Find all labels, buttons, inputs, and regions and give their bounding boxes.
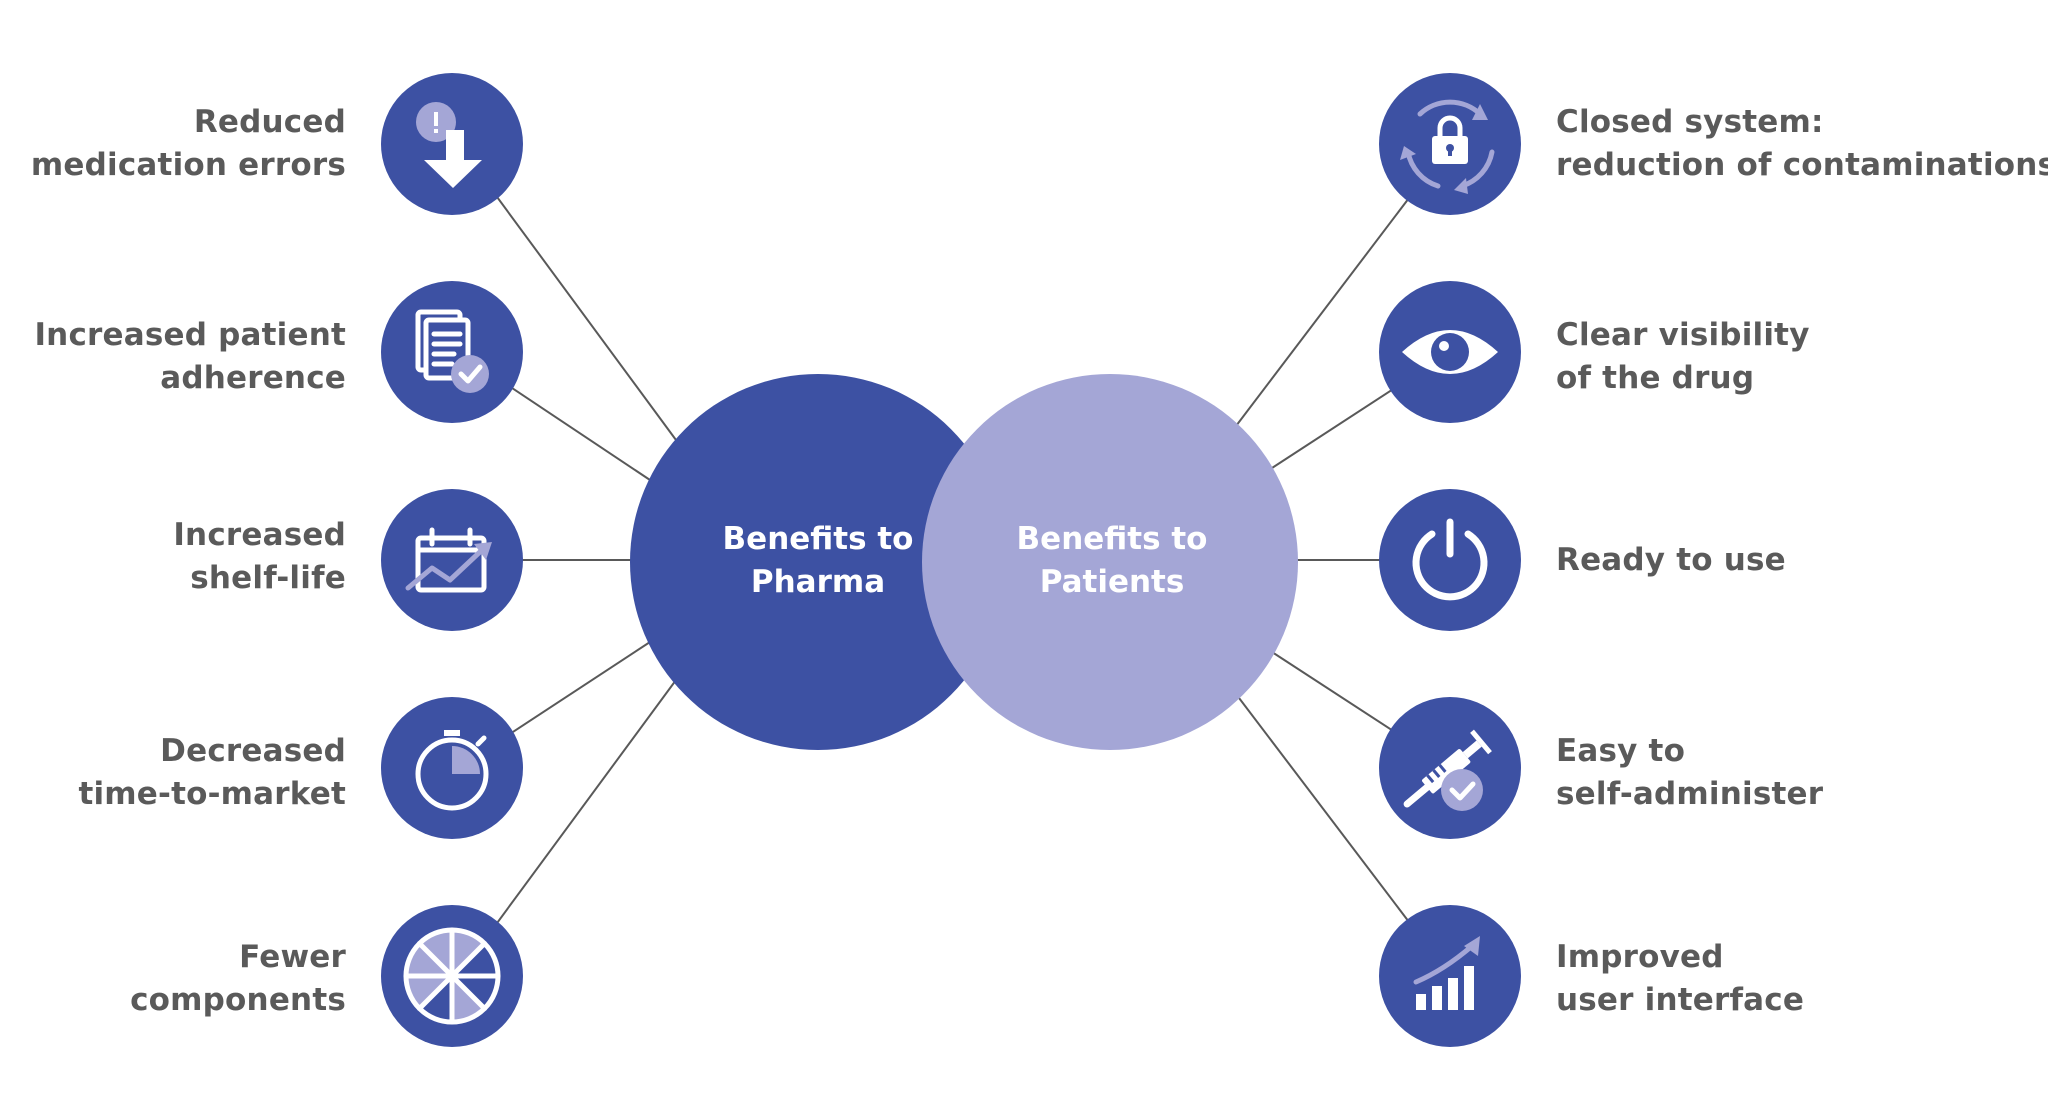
- patients-hub-line1: Benefits to: [1016, 521, 1208, 557]
- benefit-label-shelf-life: Increased shelf-life: [173, 514, 346, 600]
- benefit-label-line: Decreased: [160, 733, 346, 769]
- benefit-label-closed-system: Closed system: reduction of contaminatio…: [1556, 101, 2048, 187]
- benefit-label-line: Reduced: [193, 104, 346, 140]
- syringe-check-icon: [1379, 697, 1521, 839]
- benefit-label-line: Clear visibility: [1556, 317, 1810, 353]
- documents-check-icon: [381, 281, 523, 423]
- pharma-hub-line2: Pharma: [750, 564, 886, 600]
- power-icon: [1379, 489, 1521, 631]
- benefit-label-line: Increased: [173, 517, 346, 553]
- patients-hub-label: Benefits to Patients: [942, 518, 1282, 604]
- benefit-label-line: time-to-market: [78, 776, 346, 812]
- benefit-label-line: medication errors: [30, 147, 346, 183]
- benefit-label-time-to-market: Decreased time-to-market: [78, 730, 346, 816]
- patients-hub-line2: Patients: [1039, 564, 1185, 600]
- benefit-label-self-administer: Easy to self-administer: [1556, 730, 1823, 816]
- benefit-label-line: components: [130, 982, 346, 1018]
- benefit-label-line: adherence: [160, 360, 346, 396]
- benefit-label-line: of the drug: [1556, 360, 1755, 396]
- lock-cycle-icon: [1379, 73, 1521, 215]
- benefit-label-line: Increased patient: [34, 317, 346, 353]
- stopwatch-icon: [381, 697, 523, 839]
- patients-hub: [922, 374, 1298, 750]
- calendar-chart-icon: [381, 489, 523, 631]
- eye-icon: [1379, 281, 1521, 423]
- benefit-label-line: reduction of contaminations: [1556, 147, 2048, 183]
- benefit-label-reduced-errors: Reduced medication errors: [31, 101, 346, 187]
- benefit-label-line: self-administer: [1556, 776, 1824, 812]
- benefit-label-line: user interface: [1556, 982, 1805, 1018]
- growth-bars-icon: [1379, 905, 1521, 1047]
- pharma-hub-label: Benefits to Pharma: [648, 518, 988, 604]
- benefit-label-line: Improved: [1556, 939, 1724, 975]
- benefit-label-line: Ready to use: [1556, 542, 1786, 578]
- benefit-label-fewer-components: Fewer components: [130, 936, 346, 1022]
- benefit-label-line: shelf-life: [190, 560, 346, 596]
- benefit-label-line: Closed system:: [1556, 104, 1824, 140]
- benefit-label-visibility: Clear visibility of the drug: [1556, 314, 1810, 400]
- benefit-label-ready-to-use: Ready to use: [1556, 539, 1786, 582]
- benefit-label-adherence: Increased patient adherence: [34, 314, 346, 400]
- benefit-label-user-interface: Improved user interface: [1556, 936, 1804, 1022]
- pharma-hub-line1: Benefits to: [722, 521, 914, 557]
- warning-download-icon: [381, 73, 523, 215]
- benefit-label-line: Fewer: [239, 939, 346, 975]
- pie-chart-icon: [381, 905, 523, 1047]
- pharma-hub: [630, 374, 1006, 750]
- benefit-label-line: Easy to: [1556, 733, 1686, 769]
